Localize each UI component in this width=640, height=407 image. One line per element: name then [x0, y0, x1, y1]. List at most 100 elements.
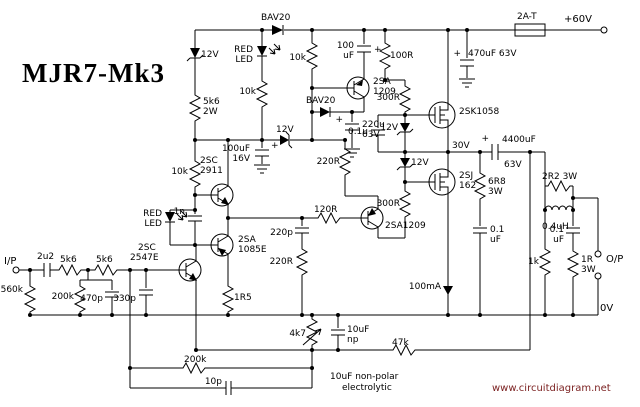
input-terminal [12, 266, 20, 274]
label-plus-100uf: + [374, 45, 382, 55]
mosfet-2sk1058-symbol [428, 101, 456, 129]
label-2sj-part2: 162 [459, 181, 476, 191]
label-q1-part1: 2SA [373, 77, 392, 87]
label-6r8-value: 6R8 [488, 177, 506, 187]
diode-symbols [165, 25, 410, 223]
label-5k6-2w-watt: 2W [203, 107, 218, 117]
label-5k6-b: 5k6 [96, 255, 113, 265]
label-01u-z2-unit: uF [553, 235, 564, 245]
label-1r-value: 1R [581, 255, 593, 265]
resistor-4k7 [306, 315, 318, 349]
circuit-wiring [19, 29, 601, 395]
label-q3-part1: 2SA [238, 235, 257, 245]
label-220p: 220p [270, 228, 293, 238]
note-line2: electrolytic [342, 383, 392, 393]
ground-icon [253, 164, 271, 174]
label-plus-100uf16: + [271, 141, 279, 151]
label-100uf-unit: uF [343, 51, 354, 61]
junction-dots [28, 28, 575, 370]
label-plus-4400: + [481, 134, 489, 144]
label-1r5: 1R5 [234, 293, 252, 303]
label-2sk1058: 2SK1058 [459, 107, 500, 117]
label-100uf-value: 100 [337, 41, 354, 51]
label-q2-part2: 2911 [200, 166, 223, 176]
label-120r: 120R [314, 205, 337, 215]
transistor-symbols [178, 71, 456, 287]
label-6r8-watt: 3W [488, 187, 503, 197]
label-100uf16-value: 100uF [222, 144, 250, 154]
label-220r-comp: 220R [270, 257, 293, 267]
resistor-560k [24, 282, 36, 316]
label-330p: 330p [113, 294, 136, 304]
note-line1: 10uF non-polar [330, 372, 399, 382]
label-4400uf-volt: 63V [504, 160, 522, 170]
output-terminal-gnd [594, 272, 602, 280]
label-bav20-mid: BAV20 [306, 96, 336, 106]
label-470uf: 470uF 63V [468, 49, 517, 59]
resistor-220r-vas [339, 145, 351, 179]
label-zener-gate1: 12V [380, 123, 398, 133]
label-5k6-a: 5k6 [60, 255, 77, 265]
bias-current-arrow [443, 286, 453, 295]
label-vplus: +60V [564, 14, 592, 25]
label-2sj-part1: 2SJ [459, 171, 473, 181]
label-led2-led: LED [144, 219, 162, 229]
label-47k: 47k [392, 338, 409, 348]
vplus-terminal [600, 26, 608, 34]
label-10uf-value: 10uF [347, 325, 369, 335]
label-output: O/P [606, 254, 623, 265]
transistor-2sc2547e-symbol [178, 253, 202, 287]
mosfet-2sj162-symbol [428, 168, 456, 196]
fuse-symbol [514, 23, 546, 37]
resistor-300r-upper [399, 82, 411, 116]
label-300r-upper: 300R [377, 93, 400, 103]
label-01u-z1-value: 0.1 [490, 225, 504, 235]
text-labels: MJR7-Mk3 BAV20 2A-T +60V RED LED 10k 12V… [1, 12, 624, 394]
resistor-6r8 [474, 169, 486, 203]
label-4400uf-value: 4400uF [502, 135, 536, 145]
label-1k: 1k [528, 257, 540, 267]
label-led1-red: RED [234, 45, 253, 55]
transistor-2sa1085e-symbol [210, 228, 234, 262]
label-2r2: 2R2 3W [542, 172, 577, 182]
label-470p: 470p [80, 294, 103, 304]
schematic-title: MJR7-Mk3 [22, 58, 165, 88]
label-100ma: 100mA [409, 282, 442, 292]
label-560k: 560k [1, 285, 24, 295]
label-r10k-top: 10k [289, 53, 306, 63]
label-zener-gate2: 12V [411, 158, 429, 168]
label-led1-led: LED [235, 55, 253, 65]
label-200k-feedback: 200k [184, 355, 207, 365]
label-10p: 10p [205, 377, 222, 387]
label-01u-z2-value: 0.1 [550, 225, 564, 235]
label-q4-part2: 2547E [130, 253, 159, 263]
label-04uh: 0.4uH [542, 222, 569, 232]
label-01u-gate: 0.1u [348, 127, 368, 137]
label-bav20-top: BAV20 [261, 13, 291, 23]
resistor-300r-lower [399, 187, 411, 221]
label-input: I/P [4, 256, 16, 267]
label-10uf-np: np [347, 335, 359, 345]
label-4k7: 4k7 [289, 329, 306, 339]
label-led2-red: RED [143, 209, 162, 219]
label-1n: 1n [174, 207, 185, 217]
label-fuse: 2A-T [517, 12, 537, 22]
label-q3-part2: 1085E [238, 245, 267, 255]
label-1r-watt: 3W [581, 265, 596, 275]
label-q5: 2SA1209 [385, 221, 426, 231]
resistor-2r2 [544, 180, 574, 192]
label-q4-part1: 2SC [138, 243, 156, 253]
watermark: www.circuitdiagram.net [492, 383, 611, 394]
resistor-10k-led [256, 77, 268, 111]
misc-symbols [12, 23, 608, 295]
label-100r: 100R [390, 51, 413, 61]
resistor-1r5 [222, 282, 234, 316]
label-220u-value: 220u [362, 120, 385, 130]
label-r10k-led: 10k [239, 87, 256, 97]
label-plus-220u: + [335, 115, 343, 125]
label-zener-chain: 12V [201, 50, 219, 60]
resistor-1k [539, 245, 551, 279]
resistor-10k-top [306, 39, 318, 73]
label-300r-lower: 300R [377, 199, 400, 209]
